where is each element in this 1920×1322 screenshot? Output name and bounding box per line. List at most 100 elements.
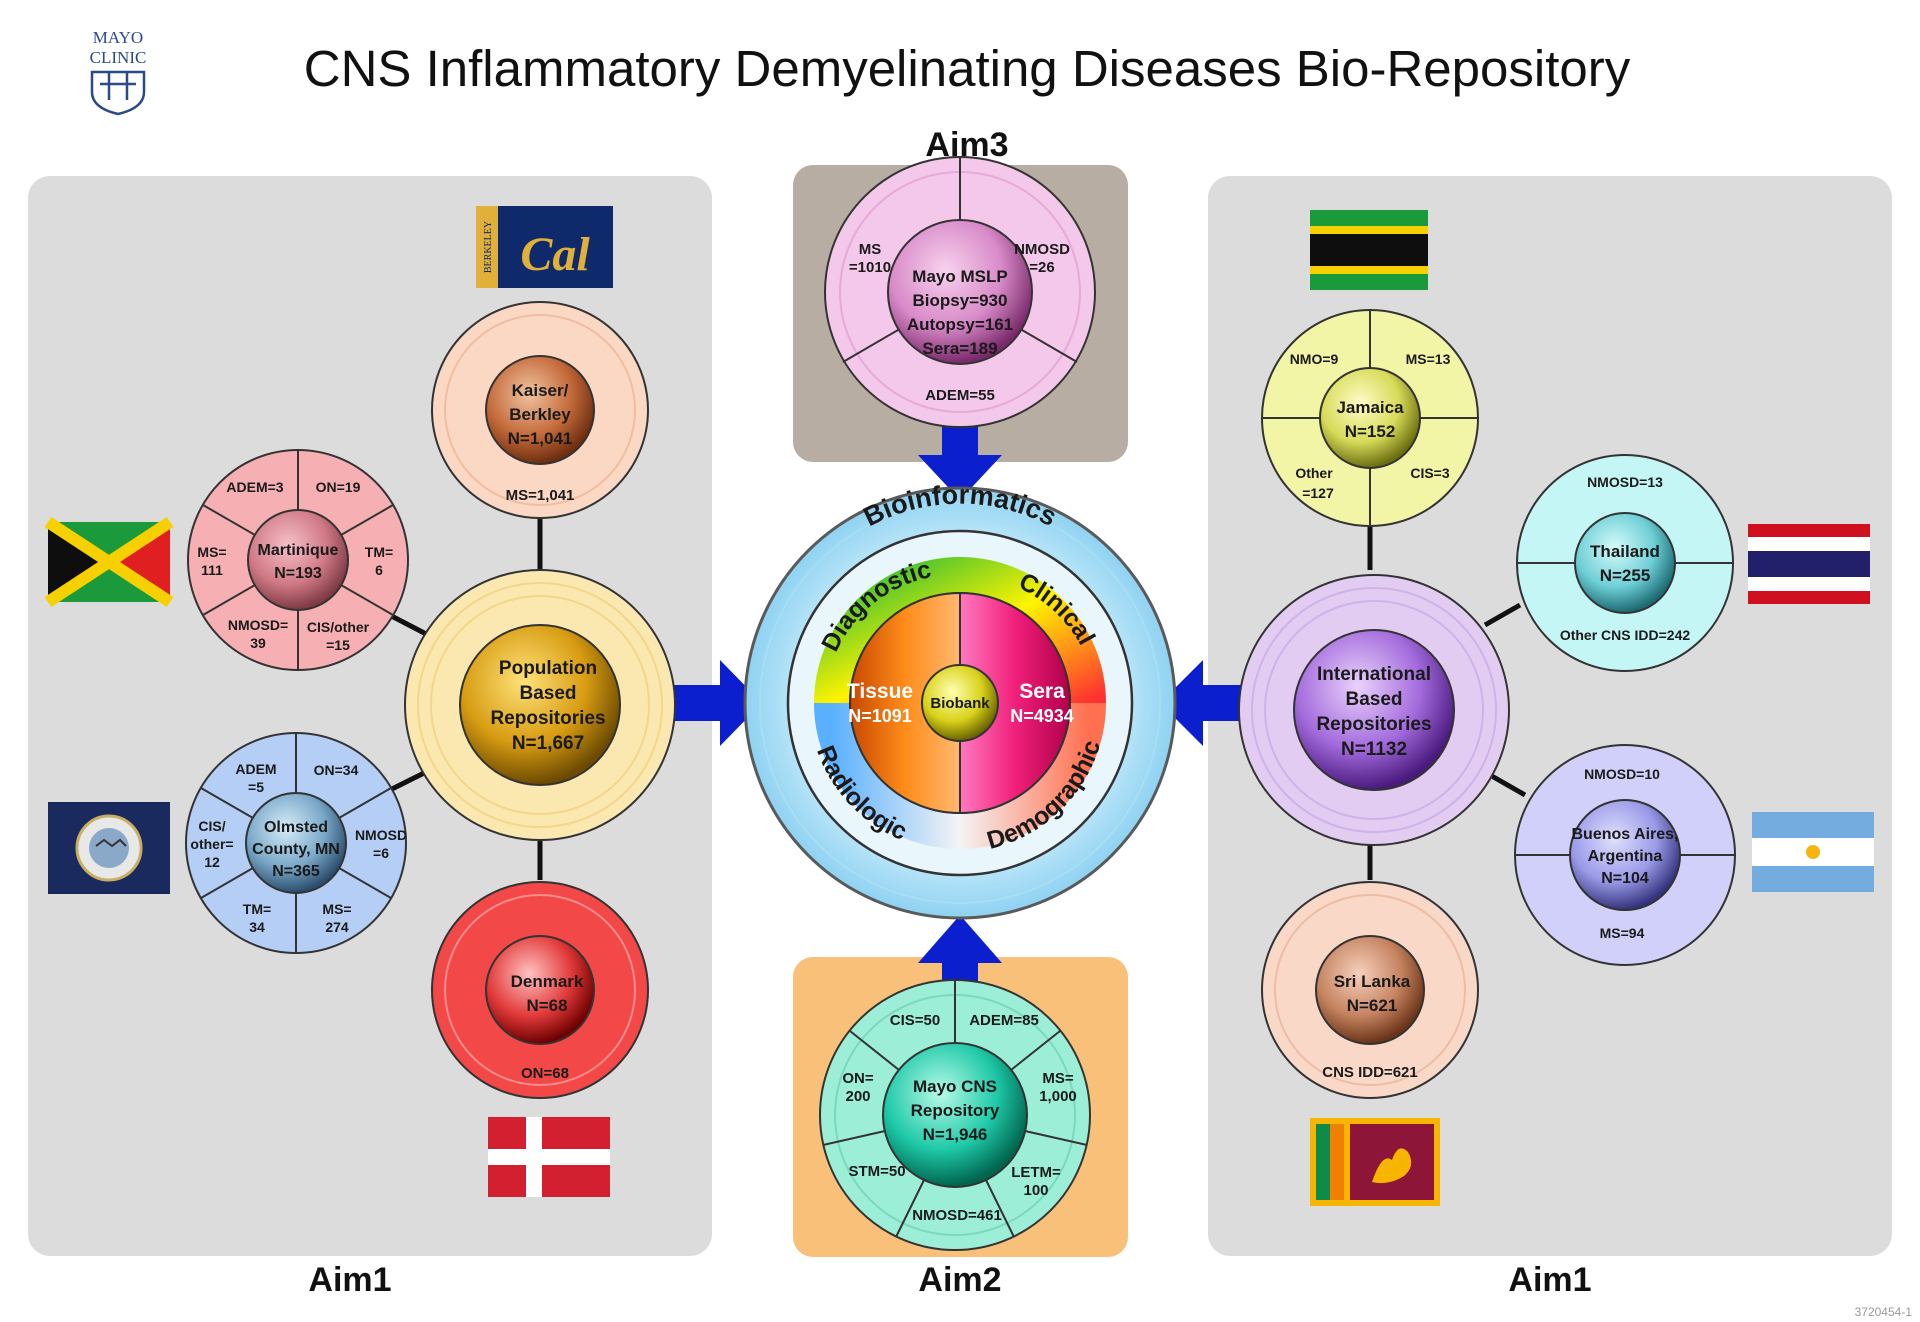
martinique-segments: ADEM=3 ON=19 TM= 6 CIS/other =15 NMOSD= … — [197, 479, 393, 653]
sera-count: N=4934 — [1010, 706, 1074, 726]
svg-text:39: 39 — [250, 635, 266, 651]
sera-half — [959, 591, 1071, 815]
svg-text:6: 6 — [375, 562, 383, 578]
svg-text:Autopsy=161: Autopsy=161 — [907, 315, 1013, 334]
svg-text:N=152: N=152 — [1345, 422, 1396, 441]
svg-text:Berkley: Berkley — [509, 405, 571, 424]
biobank-label: Biobank — [930, 695, 990, 712]
jamaica-flag-right — [1310, 210, 1428, 290]
svg-text:100: 100 — [1023, 1182, 1048, 1199]
international-center-text: International Based Repositories N=1132 — [1316, 664, 1431, 760]
svg-text:=6: =6 — [373, 845, 389, 861]
mayo-cns-repository-node — [819, 979, 1091, 1251]
jamaica-node — [1261, 309, 1479, 527]
tissue-half — [849, 591, 961, 815]
arrow-right-left — [1160, 660, 1256, 746]
mayo-cns-center-text: Mayo CNS Repository N=1,946 — [911, 1077, 1000, 1144]
buenos-aires-node — [1514, 744, 1736, 966]
svg-text:MS=: MS= — [322, 901, 351, 917]
svg-text:NMOSD: NMOSD — [1014, 241, 1070, 258]
svg-text:TM=: TM= — [243, 901, 271, 917]
svg-text:N=1,667: N=1,667 — [512, 733, 584, 754]
arrow-aim2-up — [918, 915, 1002, 1012]
argentina-flag — [1752, 812, 1874, 892]
svg-text:NMOSD=: NMOSD= — [228, 617, 288, 633]
olmsted-center-text: Olmsted County, MN N=365 — [252, 819, 340, 880]
svg-text:=5: =5 — [248, 779, 264, 795]
svg-text:NMOSD: NMOSD — [355, 827, 407, 843]
image-id: 3720454-1 — [1855, 1305, 1913, 1319]
svg-text:ADEM: ADEM — [235, 761, 276, 777]
rochester-flag — [48, 802, 170, 894]
martinique-center-text: Martinique N=193 — [258, 542, 339, 582]
svg-text:Based: Based — [1345, 689, 1402, 710]
svg-text:N=621: N=621 — [1347, 996, 1398, 1015]
jamaica-flag-left — [44, 516, 174, 608]
mayo-mslp-segments: MS =1010 NMOSD =26 ADEM=55 — [849, 241, 1070, 404]
svg-text:Biopsy=930: Biopsy=930 — [913, 291, 1008, 310]
buenos-segment-bottom: MS=94 — [1600, 925, 1645, 941]
kaiser-berkley-node — [431, 301, 649, 519]
arrow-left-right — [666, 660, 762, 746]
svg-text:Sri Lanka: Sri Lanka — [1334, 972, 1411, 991]
svg-text:Thailand: Thailand — [1590, 542, 1660, 561]
sri-lanka-center-text: Sri Lanka N=621 — [1334, 972, 1411, 1015]
svg-text:STM=50: STM=50 — [848, 1163, 905, 1180]
svg-text:N=104: N=104 — [1601, 870, 1649, 887]
mayo-mslp-node — [824, 156, 1096, 428]
mayo-cns-segments: CIS=50 ADEM=85 MS= 1,000 LETM= 100 NMOSD… — [842, 1012, 1076, 1224]
arrow-aim3-down — [918, 410, 1002, 500]
svg-text:=127: =127 — [1302, 485, 1334, 501]
sera-label: Sera — [1019, 680, 1065, 703]
buenos-segment-top: NMOSD=10 — [1584, 766, 1660, 782]
olmsted-segments: ADEM =5 ON=34 NMOSD =6 MS= 274 TM= 34 CI… — [190, 761, 407, 935]
central-biobank-hub — [743, 486, 1177, 920]
svg-text:Repositories: Repositories — [490, 708, 605, 729]
svg-text:Other: Other — [1295, 465, 1333, 481]
svg-text:=26: =26 — [1029, 259, 1054, 276]
svg-text:=1010: =1010 — [849, 259, 891, 276]
page-title: CNS Inflammatory Demyelinating Diseases … — [304, 40, 1631, 97]
svg-text:1,000: 1,000 — [1039, 1088, 1077, 1105]
denmark-segment: ON=68 — [521, 1065, 569, 1082]
thailand-center-text: Thailand N=255 — [1590, 542, 1660, 585]
denmark-flag — [488, 1117, 610, 1197]
jamaica-center-text: Jamaica N=152 — [1336, 398, 1404, 441]
svg-text:Argentina: Argentina — [1588, 848, 1663, 865]
aim2-label: Aim2 — [918, 1261, 1001, 1299]
svg-text:CIS=50: CIS=50 — [890, 1012, 940, 1029]
svg-text:International: International — [1317, 664, 1431, 685]
svg-text:ADEM=3: ADEM=3 — [226, 479, 283, 495]
population-center-text: Population Based Repositories N=1,667 — [490, 658, 605, 754]
denmark-center-text: Denmark N=68 — [511, 972, 584, 1015]
international-based-node — [1238, 574, 1510, 846]
berkeley-cal-logo: BERKELEY Cal — [476, 206, 613, 288]
svg-text:Kaiser/: Kaiser/ — [512, 381, 569, 400]
svg-text:N=1,041: N=1,041 — [508, 429, 573, 448]
svg-text:MS=: MS= — [197, 544, 226, 560]
svg-text:Repositories: Repositories — [1316, 714, 1431, 735]
kaiser-center-text: Kaiser/ Berkley N=1,041 — [508, 381, 573, 448]
sri-lanka-node — [1261, 881, 1479, 1099]
svg-text:Cal: Cal — [520, 228, 590, 281]
mayo-mslp-center-text: Mayo MSLP Biopsy=930 Autopsy=161 Sera=18… — [907, 267, 1013, 358]
thailand-segment-top: NMOSD=13 — [1587, 474, 1663, 490]
svg-text:34: 34 — [249, 919, 265, 935]
aim1-right-label: Aim1 — [1508, 1261, 1591, 1299]
svg-text:N=1,946: N=1,946 — [923, 1125, 988, 1144]
biobank-core — [921, 664, 999, 742]
svg-text:N=255: N=255 — [1600, 566, 1651, 585]
svg-text:Repository: Repository — [911, 1101, 1000, 1120]
svg-text:CIS=3: CIS=3 — [1410, 465, 1450, 481]
jamaica-segments: NMO=9 MS=13 CIS=3 Other =127 — [1290, 351, 1451, 501]
svg-text:NMO=9: NMO=9 — [1290, 351, 1339, 367]
tissue-label: Tissue — [847, 680, 913, 703]
svg-text:CIS/other: CIS/other — [307, 619, 370, 635]
svg-text:ON=19: ON=19 — [316, 479, 361, 495]
aim1-left-label: Aim1 — [308, 1261, 391, 1299]
svg-text:MAYO: MAYO — [93, 28, 143, 47]
svg-text:Based: Based — [519, 683, 576, 704]
svg-text:274: 274 — [325, 919, 349, 935]
svg-text:Denmark: Denmark — [511, 972, 584, 991]
svg-text:TM=: TM= — [365, 544, 393, 560]
